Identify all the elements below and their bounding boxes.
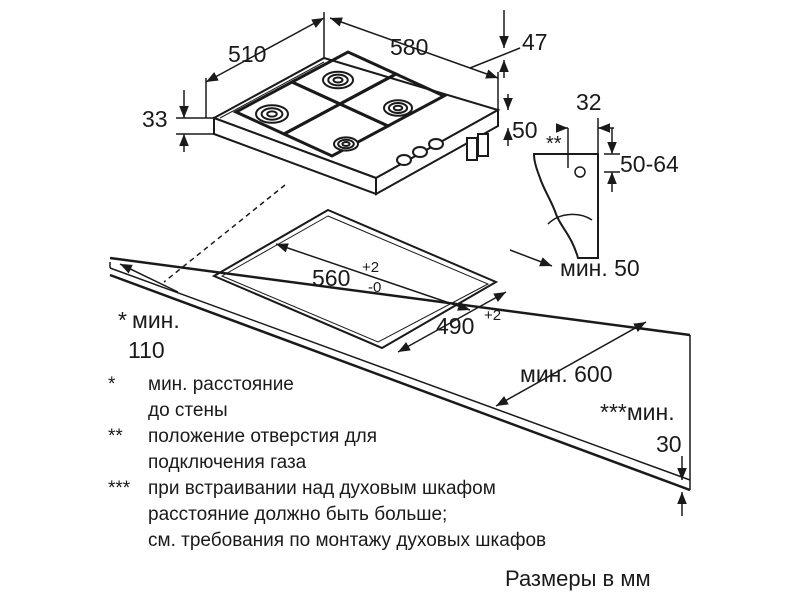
dim-gas-hole-height: 50-64 <box>620 151 679 177</box>
gas-connector <box>466 133 489 161</box>
control-knob <box>396 154 412 166</box>
wall-clearance-marker: * <box>118 307 127 333</box>
dim-hob-depth: 510 <box>228 41 266 67</box>
footnote-wall-distance: * мин. расстояние до стены <box>108 372 708 424</box>
dim-oven-clearance-value: 30 <box>656 431 682 457</box>
burner-ring <box>266 110 278 118</box>
knob-marks <box>396 138 444 166</box>
dim-gas-hole-offset: 32 <box>576 89 602 115</box>
dim-oven-clearance-label: ***мин. <box>600 399 675 425</box>
cutout-dimension-lines <box>119 243 687 516</box>
gas-detail-arrows <box>556 123 617 192</box>
footnote-line: мин. расстояние <box>148 374 294 395</box>
dim-cutout-width-tol-upper: +2 <box>362 259 379 276</box>
footnote-line: положение отверстия для <box>148 426 378 447</box>
footnotes: * мин. расстояние до стены ** положение … <box>108 372 708 554</box>
projection-line <box>163 184 286 283</box>
dim-cutout-depth-tol: +2 <box>484 307 501 324</box>
dim-worktop-depth: мин. 600 <box>520 361 613 387</box>
hob <box>211 56 501 196</box>
gas-connection-detail <box>532 118 620 259</box>
footnote-line: при встраивании над духовым шкафом <box>148 478 496 499</box>
burner-ring <box>341 141 351 147</box>
footnote-line: до стены <box>148 400 228 421</box>
footnote-gas-hole: ** положение отверстия для подключения г… <box>108 424 708 476</box>
dim-back-clearance: мин. 50 <box>560 255 640 281</box>
control-knob <box>428 138 444 150</box>
control-knob <box>412 146 428 158</box>
dim-wall-clearance-value: 110 <box>128 337 165 363</box>
dim-cutout-width-tol-lower: -0 <box>368 279 381 296</box>
dim-wall-clearance-label: мин. <box>132 307 180 333</box>
units-caption: Размеры в мм <box>505 566 651 591</box>
footnote-line: подключения газа <box>148 452 307 473</box>
dim-side-depth: 50 <box>512 117 538 143</box>
hob-dimension-lines <box>176 10 521 152</box>
footnote-line: расстояние должно быть больше; <box>148 504 448 525</box>
footnote-marker: *** <box>108 478 131 499</box>
burner-ring <box>332 76 344 84</box>
dim-hob-height: 47 <box>522 29 548 55</box>
dim-frame-height: 33 <box>142 106 168 132</box>
gas-hole-marker: ** <box>546 133 562 155</box>
dim-hob-width: 580 <box>390 34 428 60</box>
footnote-marker: * <box>108 374 116 395</box>
dim-cutout-depth: 490 <box>436 313 474 339</box>
footnote-line: см. требования по монтажу духовых шкафов <box>148 530 547 551</box>
footnote-oven: *** при встраивании над духовым шкафом р… <box>108 476 708 554</box>
burner-ring <box>392 104 404 112</box>
footnote-marker: ** <box>108 426 123 447</box>
dim-cutout-width: 560 <box>312 265 350 291</box>
